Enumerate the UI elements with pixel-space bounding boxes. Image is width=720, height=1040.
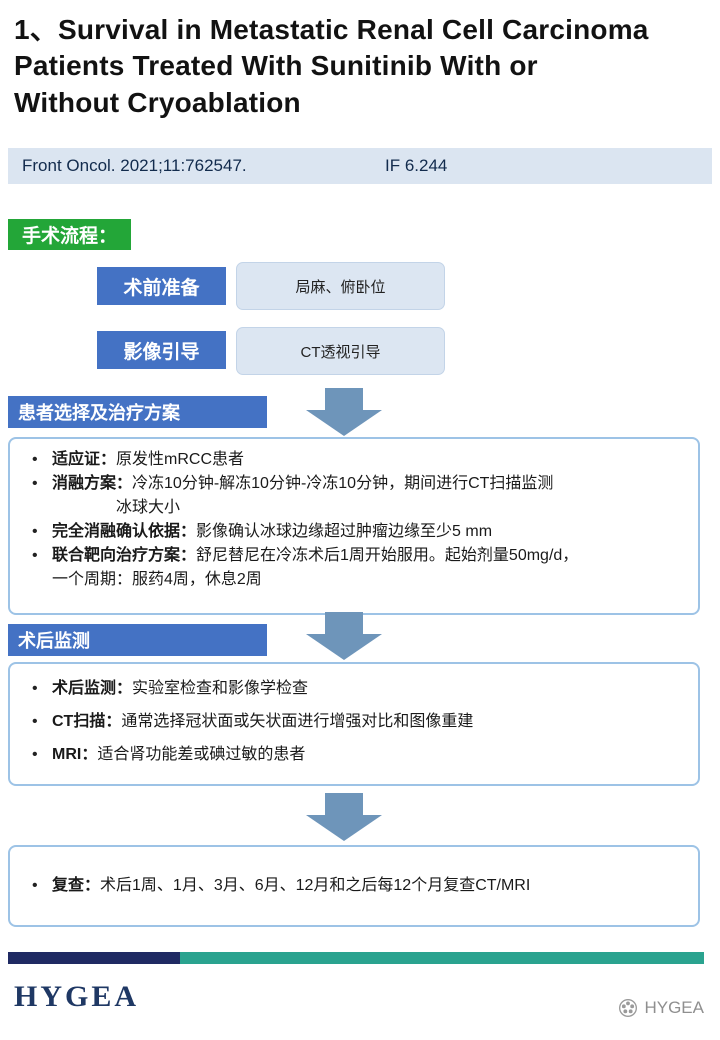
bullet-label: CT扫描： bbox=[52, 713, 122, 730]
arrow-head bbox=[306, 634, 382, 660]
bullet-item: 消融方案：冷冻10分钟-解冻10分钟-冷冻10分钟，期间进行CT扫描监测 冰球大… bbox=[28, 472, 684, 520]
bullet-label: 适应证： bbox=[52, 451, 117, 468]
followup-box: 复查：术后1周、1月、3月、6月、12月和之后每12个月复查CT/MRI bbox=[8, 845, 700, 927]
citation-text: Front Oncol. 2021;11:762547. bbox=[22, 156, 247, 175]
citation-bar: Front Oncol. 2021;11:762547. IF 6.244 bbox=[8, 148, 712, 184]
bullet-item: 复查：术后1周、1月、3月、6月、12月和之后每12个月复查CT/MRI bbox=[28, 874, 530, 898]
bullet-label: 消融方案： bbox=[52, 475, 133, 492]
bullet-item: MRI：适合肾功能差或碘过敏的患者 bbox=[28, 743, 684, 767]
step-imaging-detail: CT透视引导 bbox=[236, 327, 445, 375]
bullet-list: 适应证：原发性mRCC患者 消融方案：冷冻10分钟-解冻10分钟-冷冻10分钟，… bbox=[28, 448, 684, 592]
bullet-text: 术后1周、1月、3月、6月、12月和之后每12个月复查CT/MRI bbox=[100, 877, 531, 894]
bullet-text: 舒尼替尼在冷冻术后1周开始服用。起始剂量50mg/d， 一个周期：服药4周，休息… bbox=[52, 547, 579, 588]
bullet-label: 复查： bbox=[52, 877, 101, 894]
step-preop-label: 术前准备 bbox=[97, 267, 226, 305]
section-header-patient-selection: 患者选择及治疗方案 bbox=[8, 396, 267, 428]
patient-selection-box: 适应证：原发性mRCC患者 消融方案：冷冻10分钟-解冻10分钟-冷冻10分钟，… bbox=[8, 437, 700, 615]
arrow-head bbox=[306, 410, 382, 436]
arrow-stem bbox=[325, 388, 363, 410]
arrow-stem bbox=[325, 793, 363, 815]
bullet-text: 冷冻10分钟-解冻10分钟-冷冻10分钟，期间进行CT扫描监测 冰球大小 bbox=[116, 475, 554, 516]
bullet-item: 联合靶向治疗方案：舒尼替尼在冷冻术后1周开始服用。起始剂量50mg/d， 一个周… bbox=[28, 544, 684, 592]
down-arrow-icon bbox=[306, 388, 382, 436]
footer-teal-bar bbox=[180, 952, 704, 964]
bullet-label: 联合靶向治疗方案： bbox=[52, 547, 197, 564]
footer-navy-bar bbox=[8, 952, 180, 964]
down-arrow-icon bbox=[306, 612, 382, 660]
bullet-item: 适应证：原发性mRCC患者 bbox=[28, 448, 684, 472]
bullet-label: MRI： bbox=[52, 746, 98, 763]
flower-logo-icon bbox=[619, 999, 638, 1017]
postop-monitoring-box: 术后监测：实验室检查和影像学检查 CT扫描：通常选择冠状面或矢状面进行增强对比和… bbox=[8, 662, 700, 786]
arrow-stem bbox=[325, 612, 363, 634]
bullet-list: 术后监测：实验室检查和影像学检查 CT扫描：通常选择冠状面或矢状面进行增强对比和… bbox=[28, 677, 684, 767]
bullet-item: CT扫描：通常选择冠状面或矢状面进行增强对比和图像重建 bbox=[28, 710, 684, 734]
watermark: HYGEA bbox=[618, 998, 704, 1018]
impact-factor: IF 6.244 bbox=[385, 156, 448, 175]
step-imaging-label: 影像引导 bbox=[97, 331, 226, 369]
bullet-text: 实验室检查和影像学检查 bbox=[132, 680, 309, 697]
bullet-text: 原发性mRCC患者 bbox=[116, 451, 245, 468]
surgery-process-label: 手术流程： bbox=[8, 219, 132, 250]
bullet-label: 术后监测： bbox=[52, 680, 133, 697]
arrow-head bbox=[306, 815, 382, 841]
section-header-postop-monitoring: 术后监测 bbox=[8, 624, 267, 656]
hygea-logo: HYGEA bbox=[14, 980, 140, 1013]
bullet-label: 完全消融确认依据： bbox=[52, 523, 197, 540]
bullet-item: 术后监测：实验室检查和影像学检查 bbox=[28, 677, 684, 701]
bullet-text: 影像确认冰球边缘超过肿瘤边缘至少5 mm bbox=[196, 523, 493, 540]
bullet-list: 复查：术后1周、1月、3月、6月、12月和之后每12个月复查CT/MRI bbox=[28, 874, 530, 898]
bullet-text: 适合肾功能差或碘过敏的患者 bbox=[97, 746, 306, 763]
watermark-text: HYGEA bbox=[644, 998, 704, 1017]
bullet-text: 通常选择冠状面或矢状面进行增强对比和图像重建 bbox=[121, 713, 474, 730]
down-arrow-icon bbox=[306, 793, 382, 841]
page-title: 1、Survival in Metastatic Renal Cell Carc… bbox=[14, 14, 649, 118]
step-preop-detail: 局麻、俯卧位 bbox=[236, 262, 445, 310]
bullet-item: 完全消融确认依据：影像确认冰球边缘超过肿瘤边缘至少5 mm bbox=[28, 520, 684, 544]
